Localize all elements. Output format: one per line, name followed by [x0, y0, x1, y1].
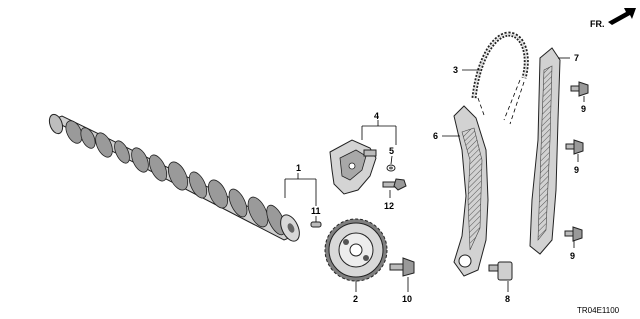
dowel-pin[interactable] [310, 221, 322, 228]
callout-group-camshaft: 1 11 [284, 163, 321, 222]
callout-group-sprocket: 2 10 [353, 277, 412, 304]
arrow-icon [608, 8, 636, 25]
callout-group-tensioner: 4 5 12 [361, 111, 397, 211]
chain-guide[interactable] [529, 47, 561, 255]
callout-pivot-bolt: 8 [505, 294, 510, 304]
callout-tensioner-o-ring: 5 [389, 146, 394, 156]
callout-group-guide-bolts: 9 9 9 [570, 96, 586, 261]
pivot-bolt[interactable] [488, 261, 513, 281]
camshaft[interactable] [47, 113, 303, 245]
tensioner-assembly[interactable] [329, 139, 377, 195]
callout-chain-guide: 7 [574, 53, 579, 63]
front-direction-indicator: FR. [590, 8, 636, 29]
callout-group-chain: 3 [453, 65, 480, 75]
callout-tensioner-bolt: 12 [384, 201, 394, 211]
drawing-code: TR04E1100 [577, 306, 620, 315]
callout-sprocket: 2 [353, 294, 358, 304]
callout-dowel-pin: 11 [311, 206, 321, 216]
camshaft-sprocket[interactable] [324, 218, 388, 282]
guide-bolt-middle[interactable] [565, 139, 584, 155]
timing-chain[interactable] [471, 31, 529, 125]
front-direction-label: FR. [590, 19, 605, 29]
callout-group-chain-guide: 7 [558, 53, 579, 63]
tensioner-bolt[interactable] [382, 178, 407, 191]
callout-group-pivot-bolt: 8 [505, 281, 510, 304]
callout-tensioner-arm: 6 [433, 131, 438, 141]
callout-tensioner-assy: 4 [374, 111, 379, 121]
callout-sprocket-bolt: 10 [402, 294, 412, 304]
guide-bolt-top[interactable] [570, 81, 589, 97]
tensioner-o-ring[interactable] [386, 164, 396, 172]
callout-guide-bolt-top: 9 [581, 104, 586, 114]
tensioner-arm[interactable] [453, 105, 489, 277]
callout-group-tensioner-arm: 6 [433, 131, 460, 141]
callout-guide-bolt-middle: 9 [574, 165, 579, 175]
sprocket-bolt[interactable] [389, 257, 415, 277]
guide-bolt-low[interactable] [564, 226, 583, 242]
callout-camshaft: 1 [296, 163, 301, 173]
callout-chain: 3 [453, 65, 458, 75]
callout-guide-bolt-low: 9 [570, 251, 575, 261]
